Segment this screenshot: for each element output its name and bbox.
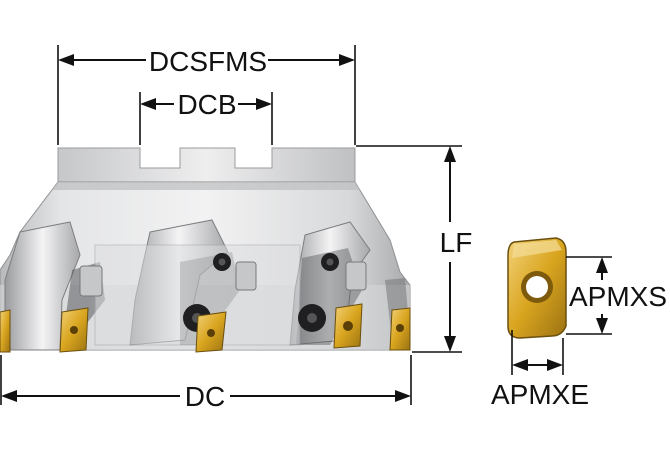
label-lf: LF (440, 227, 473, 258)
label-dc: DC (185, 381, 225, 412)
label-dcsfms: DCSFMS (149, 46, 267, 77)
cutter-inserts (0, 303, 411, 353)
clamp-screws (79, 253, 367, 332)
dimension-lines (0, 45, 612, 405)
label-apmxe: APMXE (491, 379, 589, 410)
insert-detail (507, 237, 567, 339)
dimension-labels: DCSFMS DCB LF DC APMXS APMXE (149, 46, 667, 412)
label-apmxs: APMXS (569, 281, 667, 312)
label-dcb: DCB (177, 89, 236, 120)
insert-icon (0, 309, 11, 353)
cutter-top-hub (57, 147, 356, 183)
